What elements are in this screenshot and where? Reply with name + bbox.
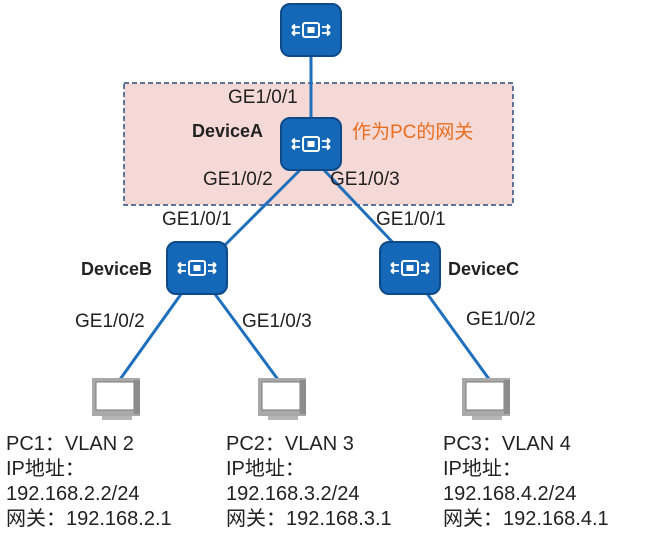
pc1-ip: 192.168.2.2/24 (6, 483, 140, 505)
gateway-note: 作为PC的网关 (352, 122, 474, 143)
link-devicec-pc3 (424, 291, 496, 387)
pc2-ip-label: IP地址： (226, 458, 305, 480)
pc1-title: PC1：VLAN 2 (6, 433, 134, 455)
top-switch-icon (280, 3, 342, 57)
port-label-deviceb-right: GE1/0/3 (242, 311, 312, 332)
port-label-deviceb-up: GE1/0/1 (162, 209, 232, 230)
port-label-devicea-left: GE1/0/2 (203, 169, 273, 190)
port-label-devicec-down: GE1/0/2 (466, 309, 536, 330)
link-deviceb-pc2 (210, 289, 284, 386)
link-devicea-deviceb (216, 168, 302, 254)
deviceb-switch-icon (166, 241, 228, 295)
devicec-switch-icon (379, 241, 441, 295)
deviceb-label: DeviceB (81, 259, 153, 279)
pc2-info: PC2：VLAN 3 IP地址： 192.168.3.2/24 网关：192.1… (226, 432, 392, 532)
link-devicea-devicec (322, 168, 402, 252)
devicec-label: DeviceC (448, 259, 520, 279)
pc3-ip-label: IP地址： (443, 458, 522, 480)
pc1-ip-label: IP地址： (6, 458, 85, 480)
pc1-gateway: 网关：192.168.2.1 (6, 508, 172, 530)
devicea-switch-icon (280, 117, 342, 171)
pc2-ip: 192.168.3.2/24 (226, 483, 360, 505)
link-deviceb-pc1 (114, 289, 186, 386)
pc1-monitor-icon (91, 377, 141, 421)
port-label-devicec-up: GE1/0/1 (376, 209, 446, 230)
pc3-title: PC3：VLAN 4 (443, 433, 571, 455)
pc1-info: PC1：VLAN 2 IP地址： 192.168.2.2/24 网关：192.1… (6, 432, 172, 532)
pc2-gateway: 网关：192.168.3.1 (226, 508, 392, 530)
pc2-monitor-icon (257, 377, 307, 421)
pc3-monitor-icon (461, 377, 511, 421)
devicea-label: DeviceA (192, 121, 264, 141)
pc3-ip: 192.168.4.2/24 (443, 483, 577, 505)
pc3-info: PC3：VLAN 4 IP地址： 192.168.4.2/24 网关：192.1… (443, 432, 609, 532)
port-label-deviceb-left: GE1/0/2 (75, 311, 145, 332)
pc3-gateway: 网关：192.168.4.1 (443, 508, 609, 530)
port-label-devicea-up: GE1/0/1 (228, 87, 298, 108)
pc2-title: PC2：VLAN 3 (226, 433, 354, 455)
port-label-devicea-right: GE1/0/3 (330, 169, 400, 190)
